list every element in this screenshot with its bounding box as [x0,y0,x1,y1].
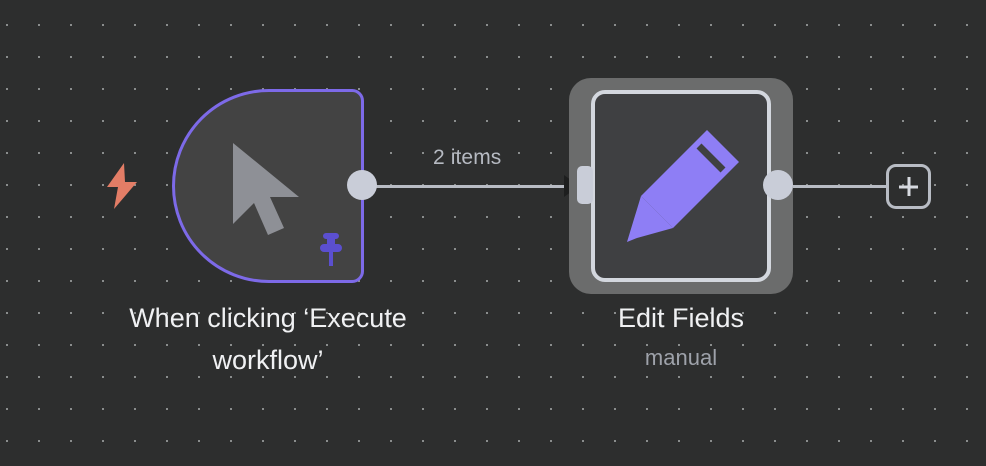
connection-line-to-add[interactable] [788,185,888,188]
node-edit-fields[interactable] [591,90,771,282]
trigger-output-port[interactable] [347,170,377,200]
mouse-cursor-icon [227,140,311,240]
edit-fields-output-port[interactable] [763,170,793,200]
connection-line[interactable] [372,185,576,188]
edit-fields-input-port[interactable] [577,166,593,204]
trigger-bolt-icon [104,163,140,209]
node-when-clicking-execute-workflow[interactable] [172,89,364,283]
node-subtitle-edit-fields: manual [644,345,718,370]
pencil-icon [621,124,745,248]
connection-items-label: 2 items [433,146,502,169]
pin-icon[interactable] [315,232,345,268]
node-title-trigger: When clicking ‘Execute workflow’ [129,303,407,375]
add-node-button[interactable] [886,164,931,209]
node-title-edit-fields: Edit Fields [617,303,745,333]
